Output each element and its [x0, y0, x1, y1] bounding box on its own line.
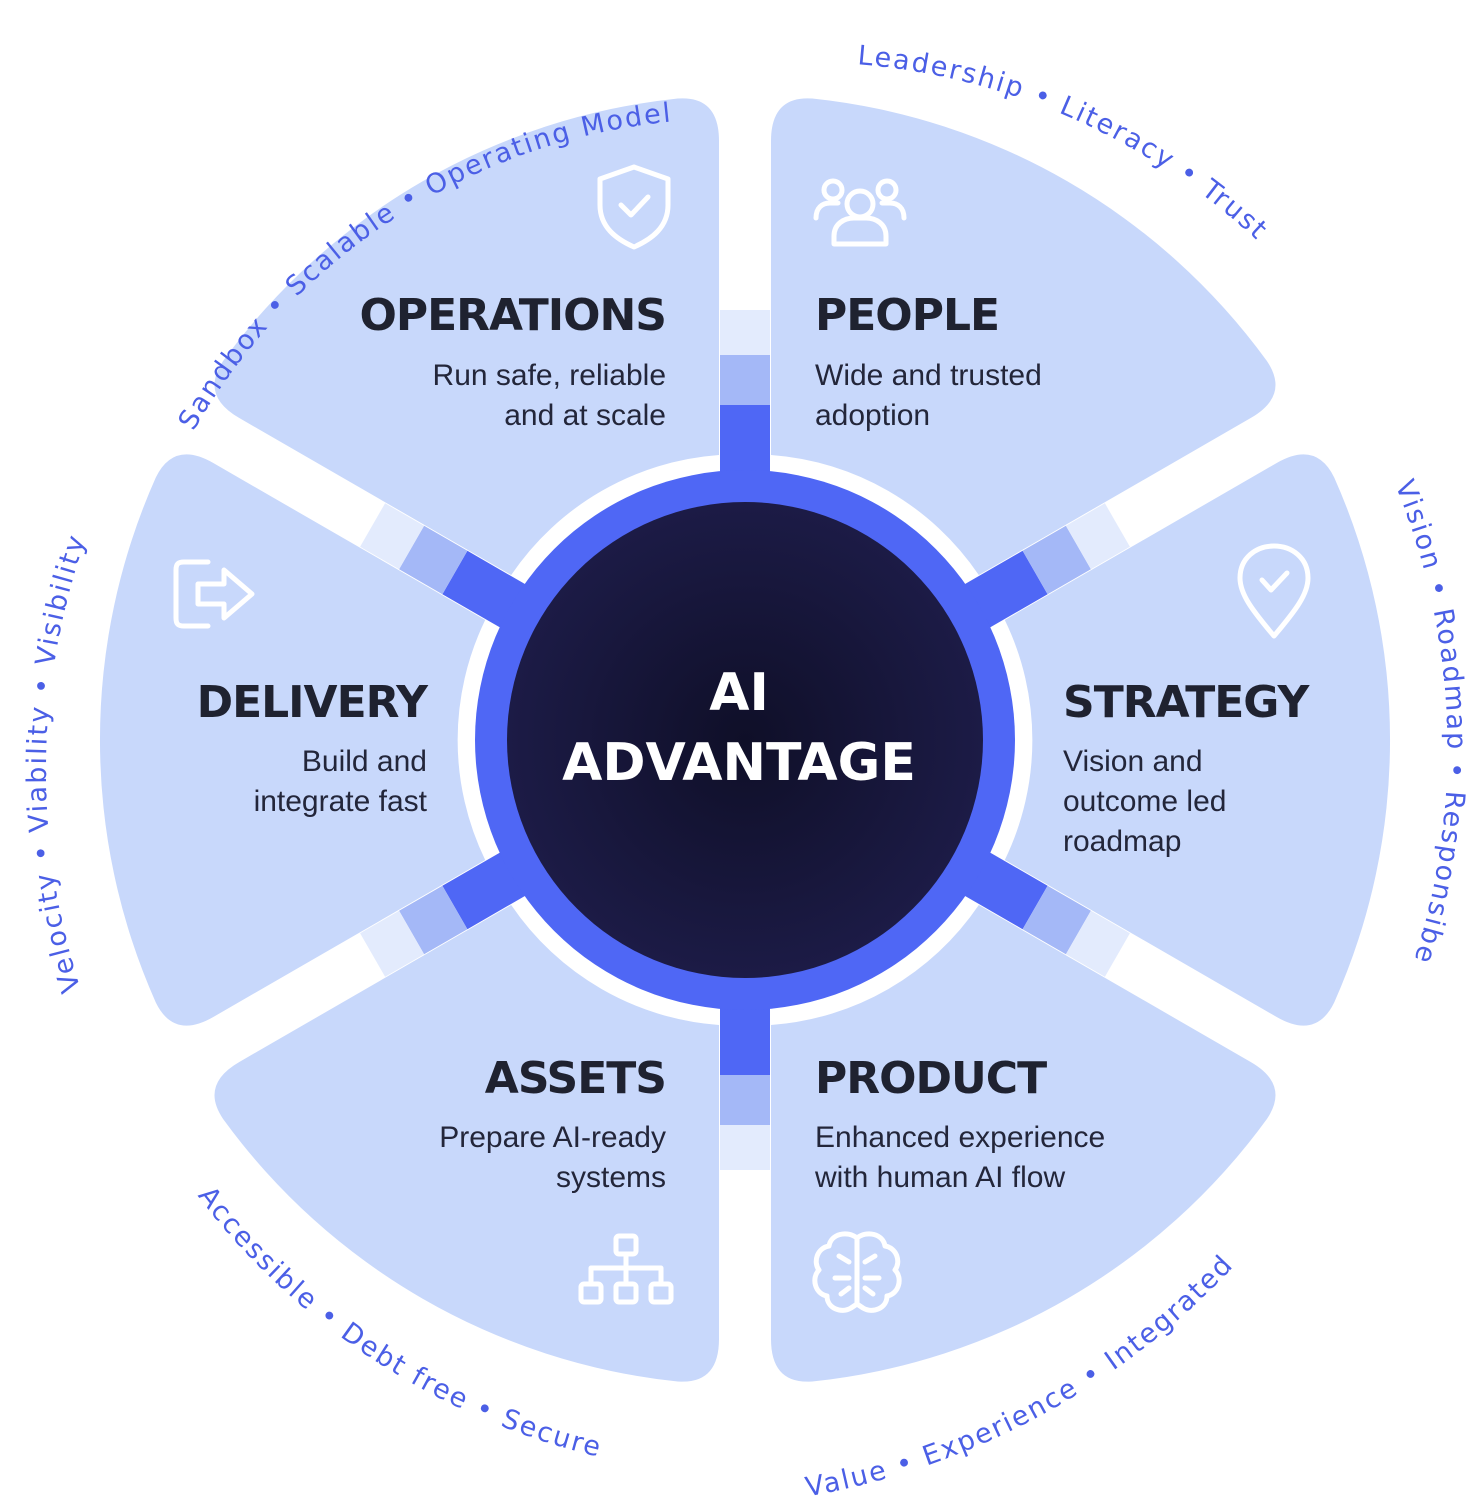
segment-shape-strategy — [1004, 454, 1391, 1026]
segment-shape-people — [771, 98, 1276, 575]
connector-2-layer-1 — [1022, 885, 1091, 955]
segment-desc-strategy-line1: Vision and — [1063, 745, 1203, 778]
segment-desc-people-line1: Wide and trusted — [815, 359, 1042, 392]
connector-2-layer-2 — [1065, 910, 1130, 977]
connector-3-layer-0 — [720, 990, 770, 1075]
segment-desc-people-line2: adoption — [815, 399, 930, 432]
people-group-icon — [813, 178, 907, 247]
connector-0-layer-0 — [720, 405, 770, 490]
segment-delivery: DELIVERY Build and integrate fast — [197, 677, 431, 818]
location-pin-check-icon — [1237, 543, 1311, 639]
shield-check-icon — [597, 164, 671, 250]
segment-people: PEOPLE Wide and trusted adoption — [815, 290, 1042, 432]
segment-desc-assets-line1: Prepare AI-ready — [439, 1121, 666, 1154]
connector-5-layer-2 — [360, 503, 425, 570]
segment-desc-strategy-line2: outcome led — [1063, 785, 1226, 818]
exit-arrow-icon — [173, 559, 255, 629]
segment-title-people: PEOPLE — [815, 290, 999, 341]
segment-desc-product-line1: Enhanced experience — [815, 1121, 1105, 1154]
center-circle — [507, 502, 983, 978]
segment-title-strategy: STRATEGY — [1063, 677, 1310, 728]
connectors — [360, 310, 1130, 1170]
connector-0-layer-1 — [720, 355, 770, 405]
center-title-line1: AI — [709, 663, 769, 723]
connector-4-layer-2 — [360, 910, 425, 977]
segment-operations: OPERATIONS Run safe, reliable and at sca… — [359, 290, 667, 432]
connector-1-layer-2 — [1065, 503, 1130, 570]
arc-label-delivery: Velocity • Viability • Visibility — [22, 530, 93, 996]
segment-assets: ASSETS Prepare AI-ready systems — [439, 1053, 667, 1194]
segment-strategy: STRATEGY Vision and outcome led roadmap — [1063, 677, 1311, 858]
connector-4-layer-1 — [399, 885, 468, 955]
segment-desc-delivery-line2: integrate fast — [254, 785, 428, 818]
segment-desc-delivery-line1: Build and — [302, 745, 427, 778]
connector-1-layer-1 — [1022, 525, 1091, 595]
segment-shape-operations — [214, 98, 719, 576]
segment-product: PRODUCT Enhanced experience with human A… — [814, 1053, 1105, 1194]
segment-title-delivery: DELIVERY — [197, 677, 430, 728]
hierarchy-icon — [578, 1233, 674, 1305]
segment-title-assets: ASSETS — [485, 1053, 666, 1104]
connector-0-layer-2 — [720, 310, 770, 355]
brain-circuit-icon — [812, 1231, 902, 1313]
arc-label-strategy: Vision • Roadmap • Responsibe — [1389, 476, 1472, 969]
segment-shape-assets — [214, 905, 719, 1382]
segment-desc-operations-line1: Run safe, reliable — [433, 359, 666, 392]
segment-desc-operations-line2: and at scale — [504, 399, 666, 432]
segment-title-product: PRODUCT — [815, 1053, 1047, 1104]
connector-3-layer-1 — [720, 1075, 770, 1125]
segment-desc-product-line2: with human AI flow — [814, 1161, 1065, 1194]
connector-5-layer-1 — [399, 525, 468, 595]
segment-desc-strategy-line3: roadmap — [1063, 825, 1181, 858]
center-title-line2: ADVANTAGE — [562, 733, 916, 793]
segment-desc-assets-line2: systems — [556, 1161, 666, 1194]
connector-3-layer-2 — [720, 1125, 770, 1170]
segment-title-operations: OPERATIONS — [359, 290, 666, 341]
